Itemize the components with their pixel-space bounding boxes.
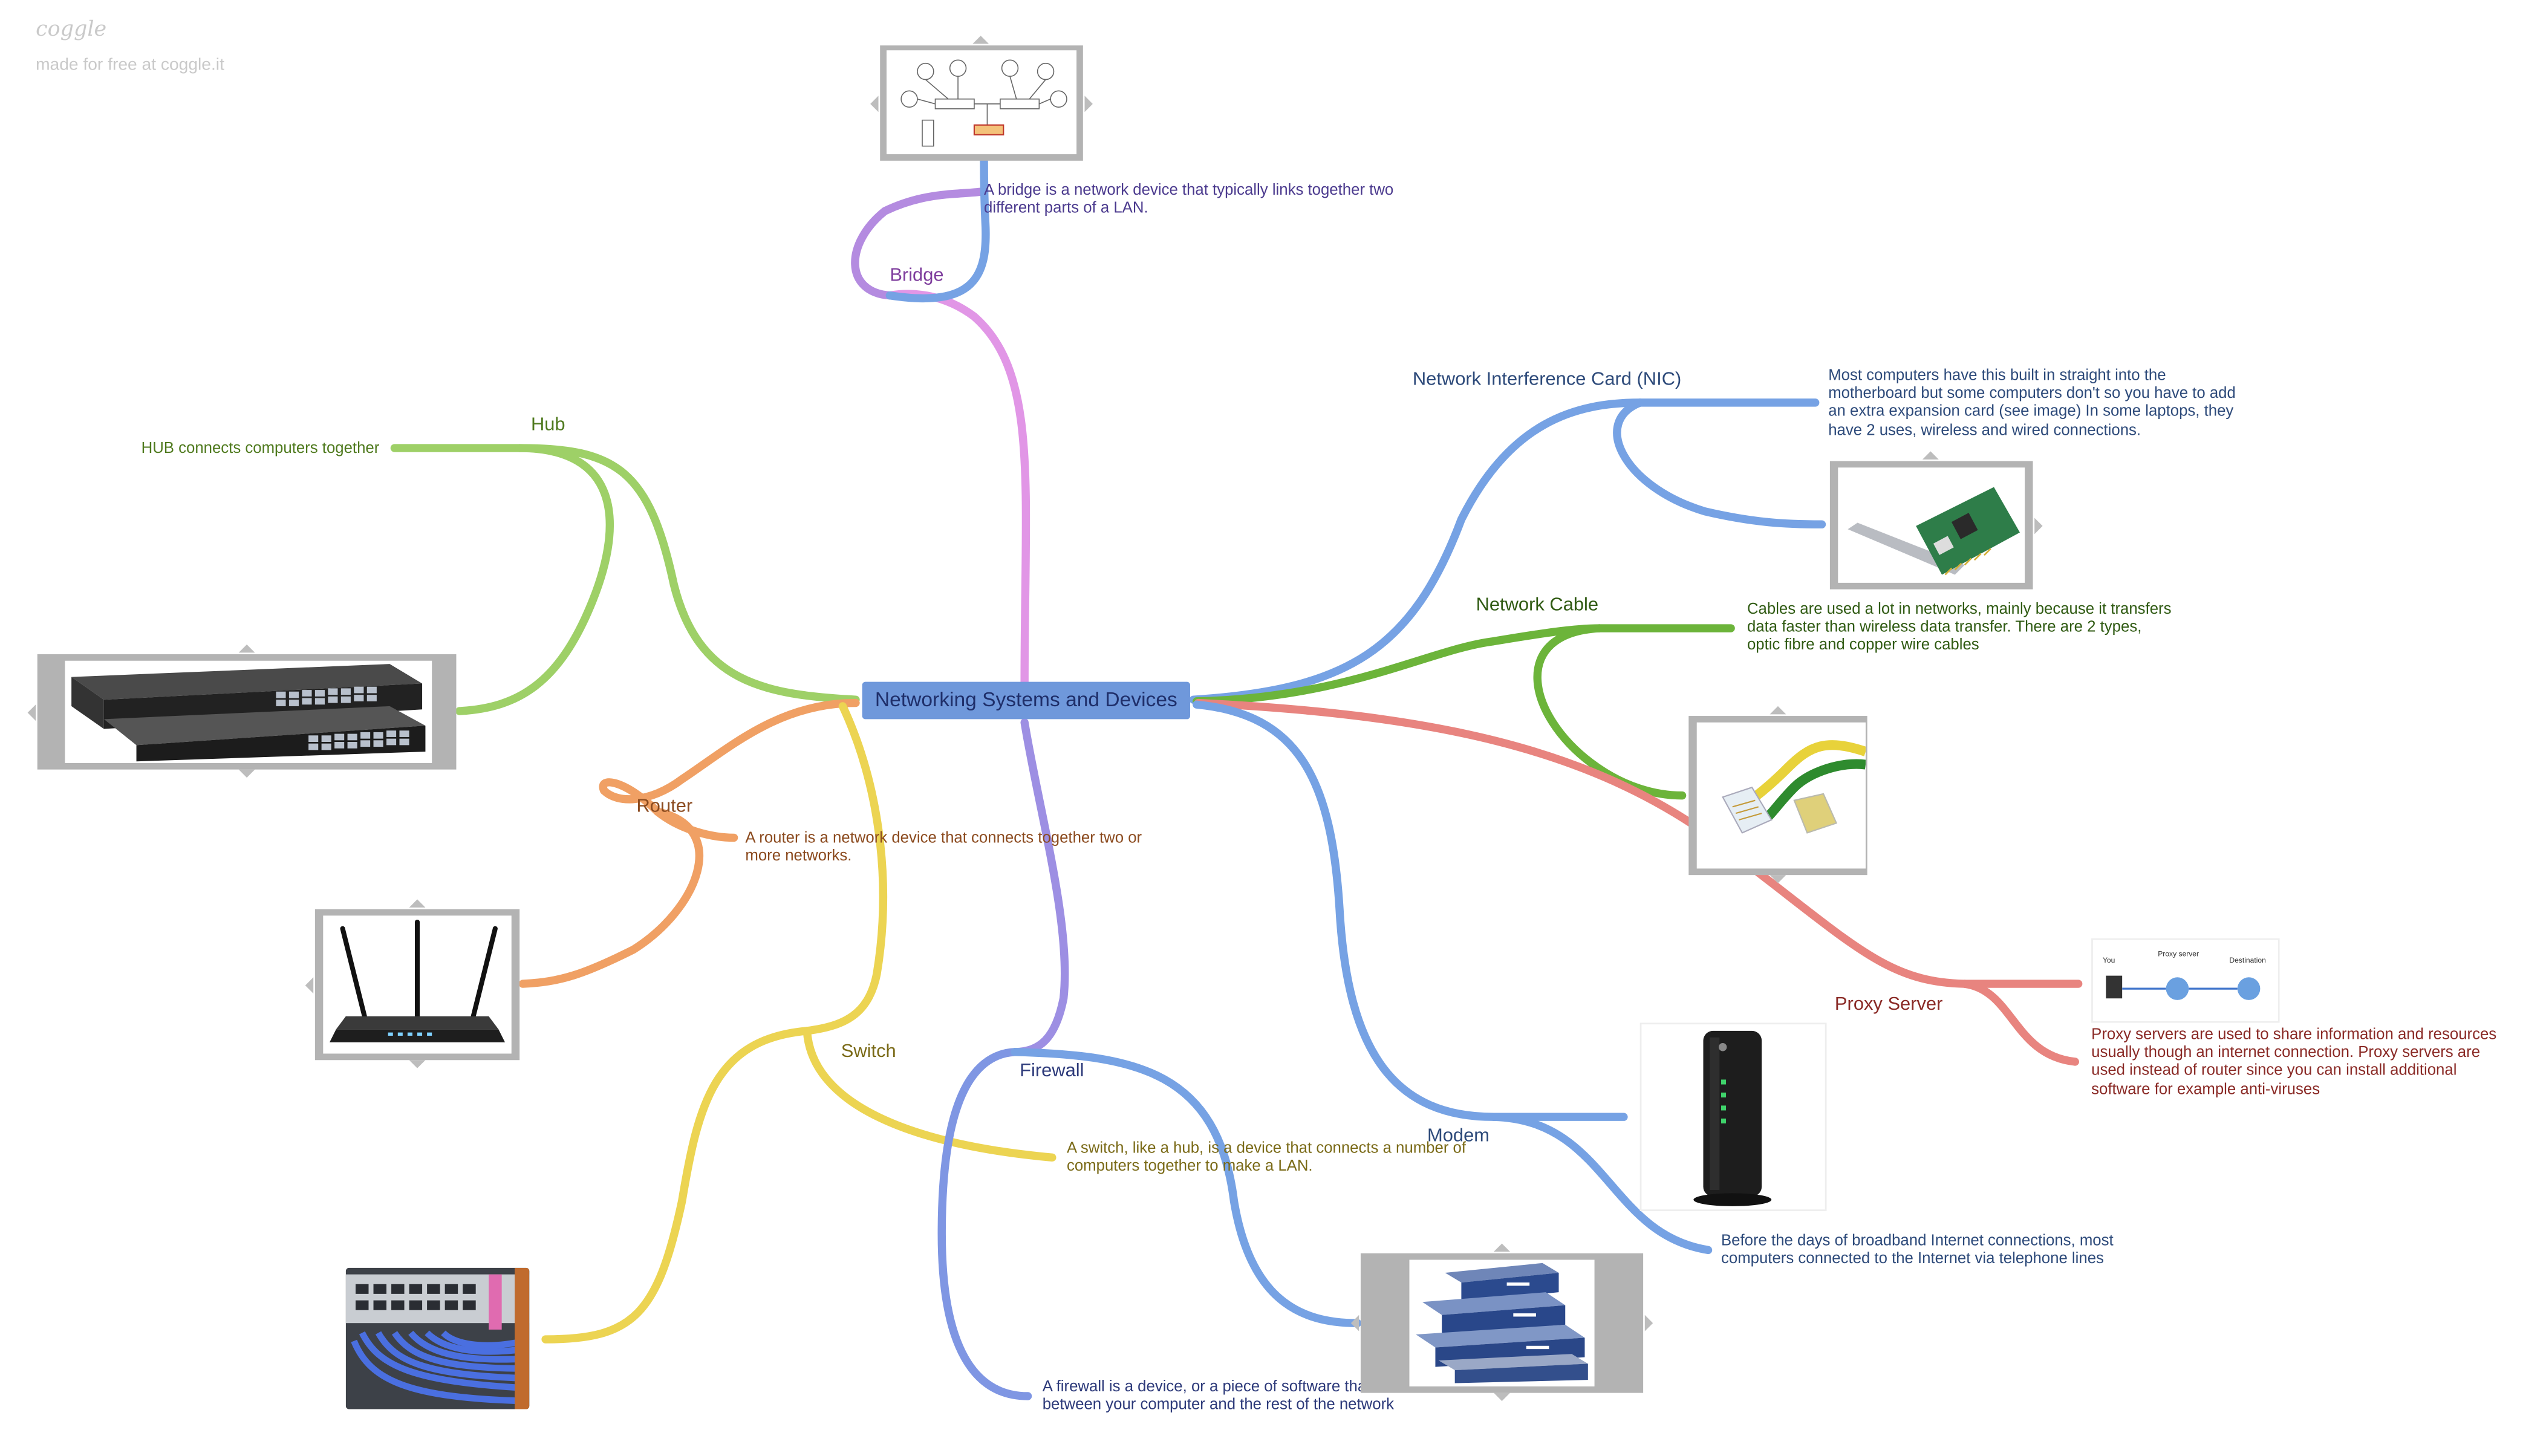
branch-label-bridge[interactable]: Bridge [890, 266, 944, 286]
note-router: A router is a network device that connec… [745, 829, 1142, 866]
branch-label-modem[interactable]: Modem [1427, 1126, 1490, 1146]
modem-image[interactable] [1639, 1022, 1827, 1211]
note-proxy: Proxy servers are used to share informat… [2091, 1025, 2497, 1099]
switch-cables-icon [345, 1267, 530, 1409]
note-switch: A switch, like a hub, is a device that c… [1066, 1139, 1467, 1176]
router-image[interactable] [305, 899, 520, 1068]
modem-icon [1693, 1030, 1772, 1206]
firewall-appliance-icon [1409, 1259, 1595, 1386]
coggle-logo: coggle [36, 18, 107, 42]
proxy-image[interactable]: You Proxy server Destination [2091, 938, 2280, 1023]
proxy-label-you: You [2102, 956, 2115, 964]
branch-label-hub[interactable]: Hub [530, 415, 565, 435]
proxy-label-destination: Destination [2229, 956, 2266, 964]
branch-label-nic[interactable]: Network Interference Card (NIC) [1412, 370, 1682, 390]
network-hub-icon [65, 660, 432, 763]
bridge-image[interactable] [870, 36, 1093, 161]
cable-image[interactable] [1688, 706, 1867, 883]
network-card-icon [1838, 467, 2025, 583]
note-modem: Before the days of broadband Internet co… [1721, 1232, 2114, 1269]
bridge-diagram-icon [886, 50, 1077, 155]
central-node[interactable]: Networking Systems and Devices [862, 681, 1191, 720]
ethernet-cable-icon [1696, 722, 1866, 869]
branch-label-proxy[interactable]: Proxy Server [1834, 995, 1943, 1015]
coggle-tagline: made for free at coggle.it [36, 55, 224, 75]
branch-label-cable[interactable]: Network Cable [1476, 596, 1599, 616]
note-firewall: A firewall is a device, or a piece of so… [1042, 1378, 1395, 1415]
branch-label-router[interactable]: Router [636, 797, 693, 817]
note-hub: HUB connects computers together [141, 440, 380, 458]
switch-image[interactable] [345, 1267, 530, 1409]
proxy-diagram-icon [2106, 975, 2261, 1000]
firewall-image[interactable] [1350, 1243, 1653, 1402]
branch-label-switch[interactable]: Switch [841, 1042, 896, 1062]
wireless-router-icon [323, 915, 512, 1054]
hub-image[interactable] [27, 644, 457, 778]
nic-image[interactable] [1829, 451, 2043, 590]
note-cable: Cables are used a lot in networks, mainl… [1747, 600, 2172, 655]
note-nic: Most computers have this built in straig… [1828, 366, 2236, 440]
note-bridge: A bridge is a network device that typica… [984, 181, 1394, 218]
proxy-label-server: Proxy server [2158, 949, 2199, 958]
branch-label-firewall[interactable]: Firewall [1020, 1061, 1084, 1082]
